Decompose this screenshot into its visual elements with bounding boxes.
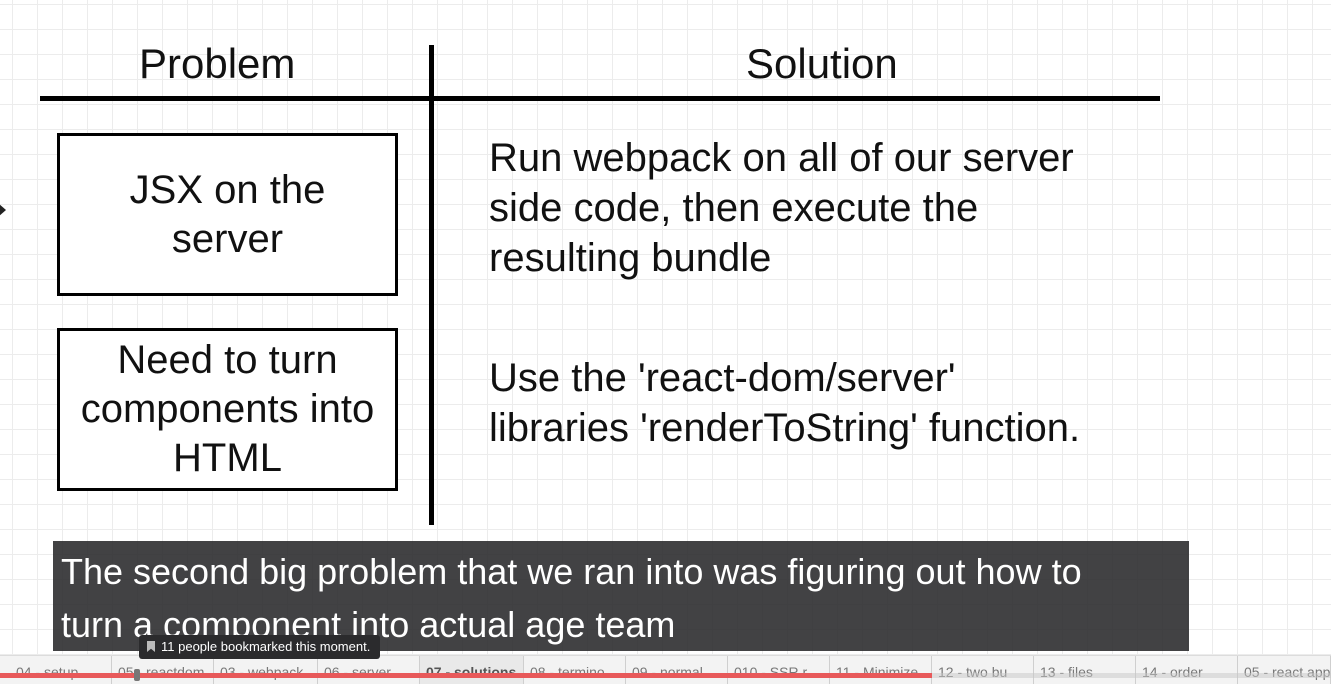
chapter-tab[interactable]: 14 - order	[1136, 656, 1238, 684]
chapter-tab[interactable]: 010 - SSR r	[728, 656, 830, 684]
problem-jsx-text: JSX on the server	[129, 167, 326, 261]
bookmark-tooltip-text: 11 people bookmarked this moment.	[161, 639, 371, 654]
chapter-tab[interactable]: 11 - Minimize	[830, 656, 932, 684]
chapter-tab[interactable]: 05 - react app	[1238, 656, 1331, 684]
scrub-handle[interactable]	[134, 669, 140, 681]
chapter-tab[interactable]: 08 - termino	[524, 656, 626, 684]
chapter-tab[interactable]: 13 - files	[1034, 656, 1136, 684]
video-caption: The second big problem that we ran into …	[53, 541, 1189, 651]
problem-box-jsx: JSX on the server	[57, 133, 398, 296]
chapter-tab[interactable]: 06 - server	[318, 656, 420, 684]
problem-html-text: Need to turn components into HTML	[80, 338, 375, 480]
chapter-tab[interactable]: 12 - two bu	[932, 656, 1034, 684]
bookmark-icon	[147, 641, 155, 652]
chapter-tab[interactable]: 03 - webpack	[214, 656, 318, 684]
solution-webpack-text: Run webpack on all of our server side co…	[489, 136, 1074, 280]
bookmark-tooltip: 11 people bookmarked this moment.	[139, 635, 381, 659]
problem-box-html: Need to turn components into HTML	[57, 328, 398, 491]
chapter-tab[interactable]: 04 - setup	[10, 656, 112, 684]
progress-fill	[0, 673, 932, 678]
chapter-tab[interactable]: 09 - normal	[626, 656, 728, 684]
table-vertical-rule	[429, 45, 434, 525]
solution-heading: Solution	[746, 40, 898, 87]
solution-render-text: Use the 'react-dom/server' libraries 're…	[489, 356, 1081, 450]
problem-heading: Problem	[139, 40, 296, 87]
chapter-tab[interactable]: 05 - reactdom	[112, 656, 214, 684]
table-horizontal-rule	[40, 96, 1160, 101]
chapter-tab[interactable]: 07 - solutions	[420, 656, 524, 684]
mouse-cursor-icon	[0, 203, 6, 217]
